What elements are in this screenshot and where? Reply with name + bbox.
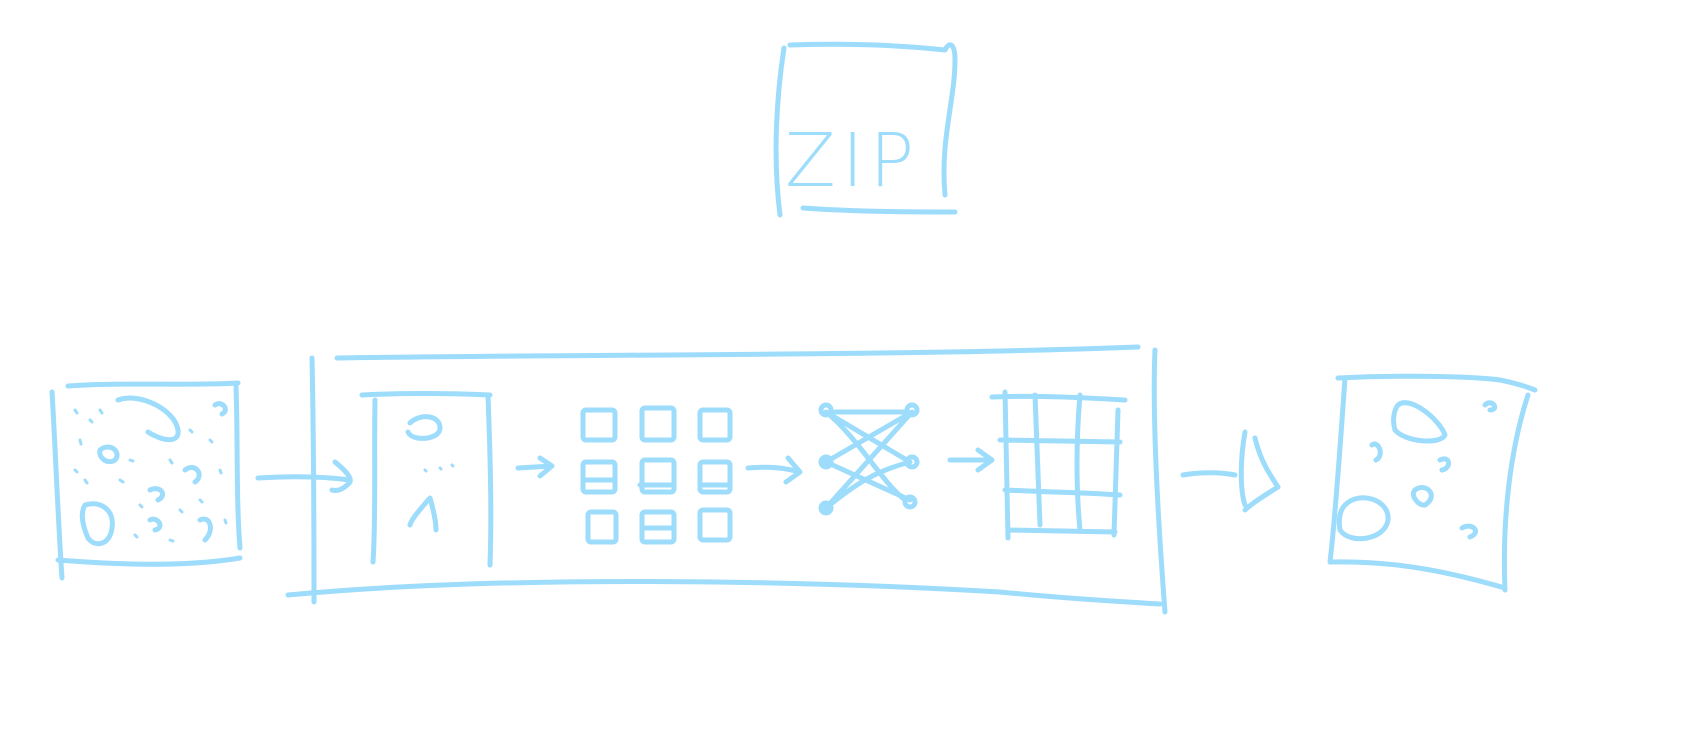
arrow-input <box>255 459 353 493</box>
input-image <box>49 380 243 581</box>
feature-squares <box>580 405 733 545</box>
neural-network <box>818 402 920 516</box>
output-image <box>1327 373 1538 593</box>
arrow-1 <box>515 455 555 479</box>
output-grid <box>989 389 1128 541</box>
pipeline-container <box>285 344 1168 615</box>
zip-box <box>773 41 958 218</box>
arrow-2 <box>745 455 803 485</box>
arrow-3 <box>947 447 995 473</box>
zip-label: ZIP <box>785 118 921 204</box>
arrow-out <box>1180 429 1281 513</box>
encoder-box <box>359 391 494 568</box>
